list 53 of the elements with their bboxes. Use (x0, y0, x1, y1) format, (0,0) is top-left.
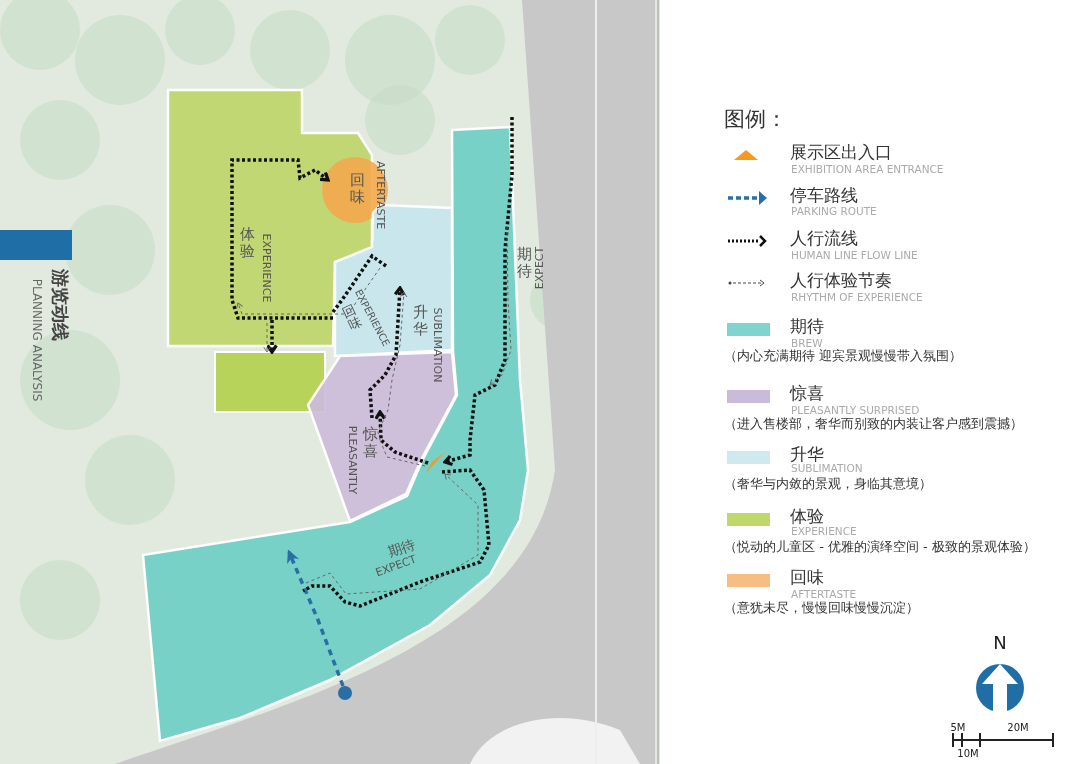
legend-subtitle: EXHIBITION AREA ENTRANCE (791, 164, 944, 176)
legend-subtitle: AFTERTASTE (791, 589, 857, 601)
legend-description: （意犹未尽，慢慢回味慢慢沉淀） (724, 601, 919, 616)
walking-route-arrow (443, 117, 514, 467)
legend-description: （奢华与内敛的景观，身临其意境） (724, 477, 932, 492)
rhythm-line (305, 473, 479, 595)
legend-subtitle: EXPERIENCE (791, 526, 857, 538)
rhythm-line (379, 439, 426, 467)
legend-description: （进入售楼部，奢华而别致的内装让客户感到震撼） (724, 417, 1023, 432)
zone-label: 回味 (349, 171, 365, 205)
page-heading: 游览动线 (50, 269, 70, 341)
walking-route-arrow (374, 410, 429, 465)
legend-label: 升华 (790, 445, 824, 464)
zone-label: 体验 (239, 225, 255, 259)
legend-subtitle: RHYTHM OF EXPERIENCE (791, 292, 923, 304)
legend-label: 惊喜 (790, 384, 824, 403)
north-label: N (993, 633, 1007, 653)
legend-subtitle: PARKING ROUTE (791, 206, 877, 218)
legend-label: 停车路线 (790, 186, 858, 205)
rhythm-line (489, 225, 512, 386)
legend-label: 体验 (790, 507, 824, 526)
legend-label: 期待 (790, 317, 824, 336)
page-subheading: PLANNING ANALYSIS (29, 278, 43, 402)
walking-route-arrow (230, 158, 333, 320)
zone-label: 期待 (516, 245, 532, 279)
walking-route-arrow (368, 286, 406, 419)
legend-description: （悦动的儿童区 - 优雅的演绎空间 - 极致的景观体验） (724, 540, 1036, 555)
scale-label: 5M (950, 721, 966, 733)
legend-subtitle: SUBLIMATION (791, 463, 863, 475)
walking-route-arrow (265, 320, 279, 354)
zone-label: EXPERIENCE (260, 233, 272, 303)
play-area (215, 352, 325, 412)
rhythm-line (236, 267, 381, 315)
zone-label: AFTERTASTE (374, 160, 386, 230)
scale-label: 10M (957, 747, 979, 759)
parking-dot (338, 686, 352, 700)
zone-label: 惊喜 (362, 425, 378, 459)
zone-label: PLEASANTLY (346, 425, 358, 495)
legend-heading: 图例： (724, 108, 787, 132)
legend-subtitle: BREW (791, 338, 823, 349)
scale-label: 20M (1007, 721, 1029, 733)
legend-label: 人行体验节奏 (790, 271, 892, 290)
legend-label: 人行流线 (790, 229, 858, 248)
legend-description: （内心充满期待 迎宾景观慢慢带入氛围） (724, 349, 963, 364)
legend-label: 回味 (790, 568, 824, 587)
zone-label: 升华 (412, 303, 428, 337)
zone-label: EXPECT (533, 246, 545, 290)
legend-subtitle: HUMAN LINE FLOW LINE (791, 250, 918, 262)
parking-route-arrow (287, 549, 345, 687)
legend-label: 展示区出入口 (790, 143, 892, 162)
legend-subtitle: PLEASANTLY SURPRISED (791, 405, 920, 417)
zone-label: SUBLIMATION (431, 307, 443, 383)
entrance-marker (425, 452, 445, 474)
